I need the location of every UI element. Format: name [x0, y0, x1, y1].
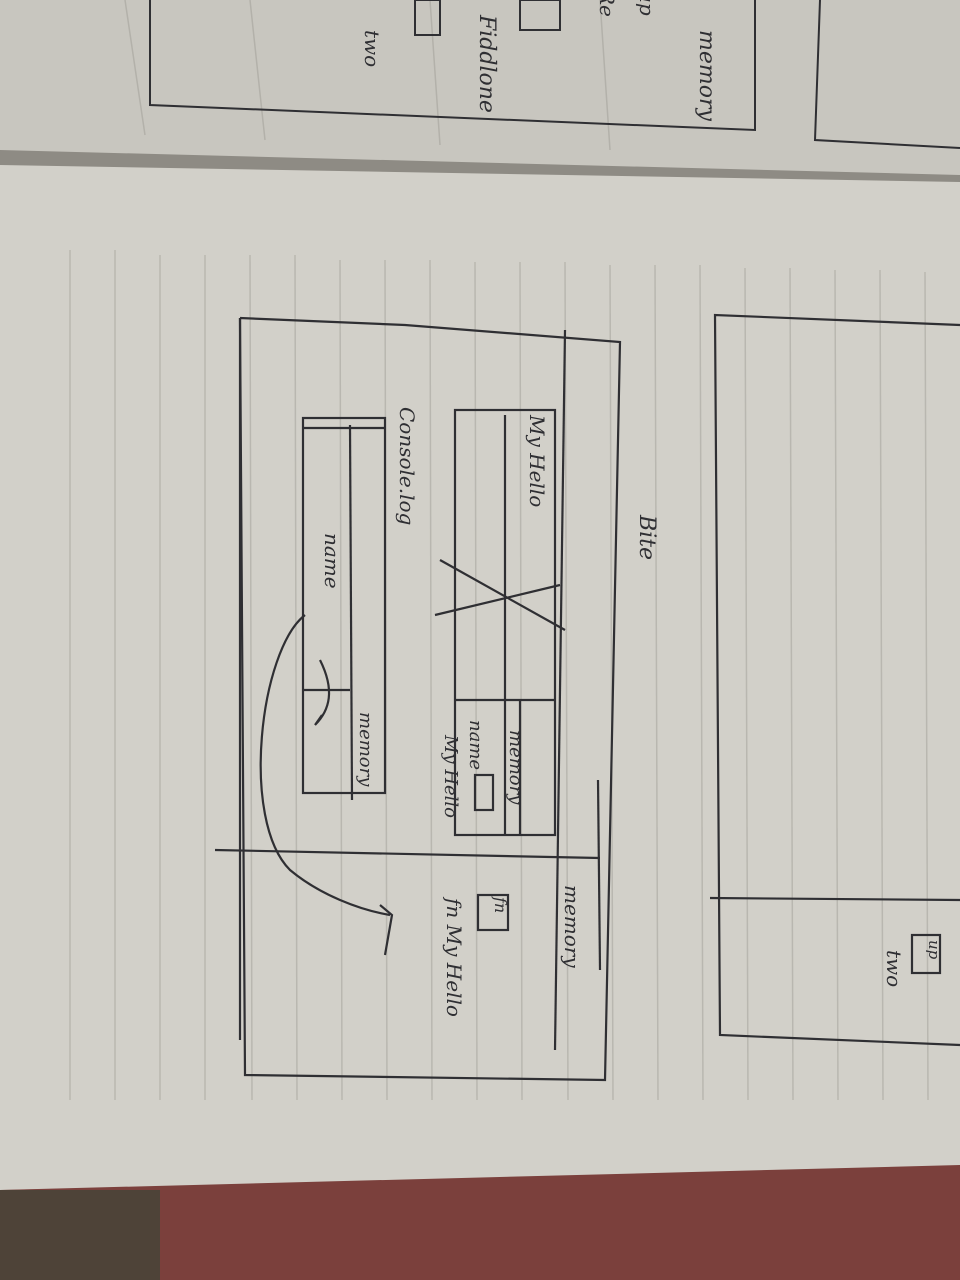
inner-vertical-right — [553, 329, 567, 1051]
lower-table — [301, 416, 387, 795]
top-label-up: up — [635, 0, 659, 16]
main-sketch — [214, 316, 622, 1082]
top-page-drawing — [149, 0, 960, 149]
cross-line-2 — [434, 583, 561, 617]
top-page-ruled-lines — [124, 0, 611, 151]
right-sketch — [709, 313, 960, 1047]
name-top-label: name — [465, 720, 486, 770]
memory-middle-label: memory — [560, 885, 584, 968]
name-bottom-label: name — [320, 533, 344, 589]
arrow-head — [379, 904, 394, 956]
cross-line-1 — [439, 559, 566, 631]
inner-vertical-right-2 — [596, 779, 602, 971]
two-label: two — [882, 950, 906, 987]
top-label-fiddlone: Fiddlone — [474, 14, 499, 113]
top-label-two: two — [360, 30, 384, 67]
up-box — [910, 933, 942, 975]
small-arrow — [314, 659, 331, 726]
divider-horizontal — [214, 848, 601, 860]
memory-top-label: memory — [505, 730, 526, 805]
my-hello-lower-label: My Hello — [440, 734, 461, 818]
fn-label: fn My Hello — [442, 896, 466, 1017]
top-page — [0, 0, 960, 175]
fabric — [0, 1165, 960, 1280]
fabric-texture — [0, 1190, 160, 1280]
flow-arrow — [259, 614, 391, 917]
top-label-re: Re — [595, 0, 619, 17]
my-hello-label: My Hello — [525, 414, 549, 507]
top-label-memory: memory — [694, 30, 719, 122]
console-label: Console.log — [395, 407, 419, 525]
fn-box — [476, 893, 510, 932]
memory-bottom-label: memory — [355, 712, 376, 787]
outer-frame — [238, 316, 622, 1082]
title-label: Bite — [634, 514, 659, 560]
up-box-label: up — [925, 940, 943, 960]
fn-box-label: fn — [491, 896, 510, 913]
